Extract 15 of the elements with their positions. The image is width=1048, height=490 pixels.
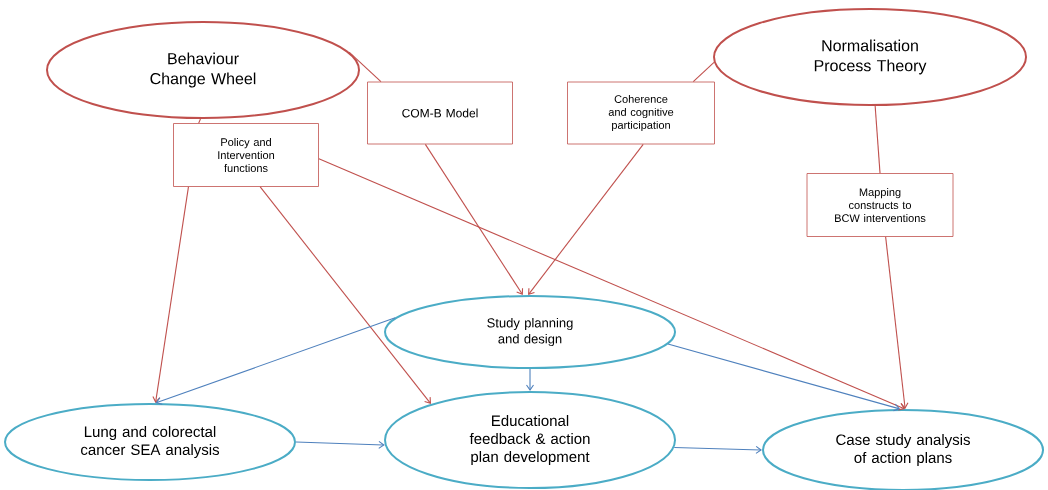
arrow (318, 158, 906, 411)
arrow (525, 368, 535, 391)
concept-box: Coherence and cognitive participation (567, 81, 715, 145)
arrow (295, 440, 385, 449)
arrow (152, 186, 189, 404)
arrow (155, 317, 396, 405)
arrow (885, 236, 909, 409)
arrow (424, 143, 524, 296)
arrow (259, 186, 432, 404)
arrow (528, 143, 644, 295)
concept-box: Mapping constructs to BCW interventions (806, 173, 954, 237)
arrow (667, 343, 901, 412)
concept-box: COM-B Model (367, 81, 513, 145)
arrow (673, 445, 762, 454)
concept-box: Policy and Intervention functions (173, 123, 319, 187)
